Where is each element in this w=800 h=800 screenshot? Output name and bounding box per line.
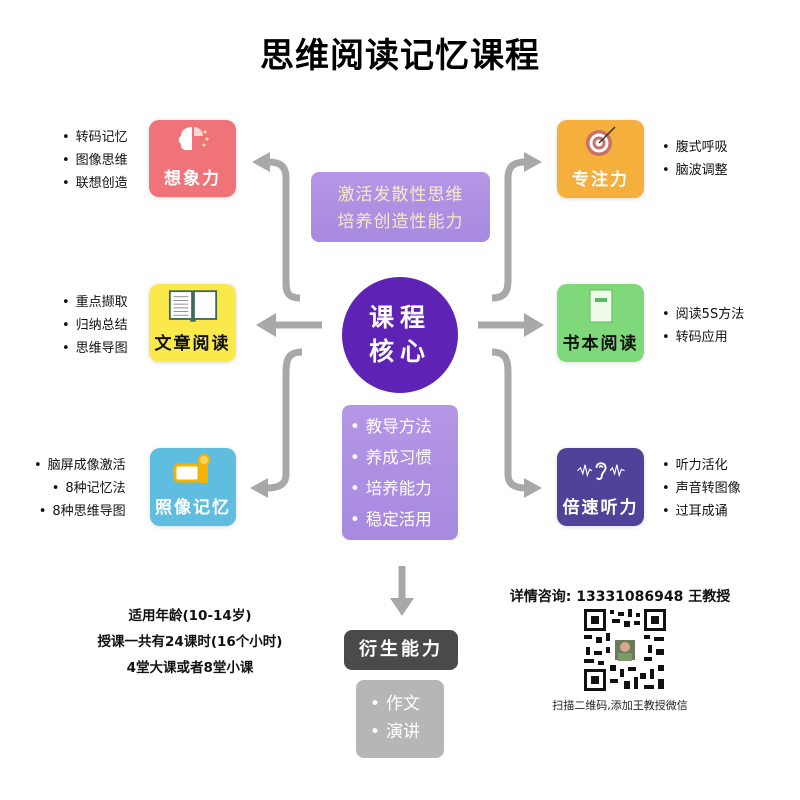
- book-icon: [576, 287, 626, 325]
- list-item: 转码记忆: [62, 126, 128, 149]
- list-item: 重点撷取: [62, 291, 128, 314]
- list-item: 脑波调整: [662, 159, 728, 182]
- list-item: •养成习惯: [350, 448, 432, 467]
- goal-box: 激活发散性思维 培养创造性能力: [311, 172, 490, 242]
- list-item: 联想创造: [62, 172, 128, 195]
- list-item: 归纳总结: [62, 314, 128, 337]
- list-item: 阅读5S方法: [662, 303, 745, 326]
- derived-ability-list: 作文 演讲: [356, 680, 444, 758]
- course-core: 课程 核心: [342, 277, 458, 393]
- photo-memory-label: 照像记忆: [155, 498, 231, 518]
- list-item: 声音转图像: [662, 477, 741, 500]
- imagination-card: 想象力: [149, 120, 236, 197]
- page-title: 思维阅读记忆课程: [260, 36, 540, 76]
- list-item: 图像思维: [62, 149, 128, 172]
- speed-listening-label: 倍速听力: [562, 498, 639, 518]
- book-reading-card: 书本阅读: [557, 284, 644, 362]
- imagination-bullets: 转码记忆 图像思维 联想创造: [62, 126, 128, 195]
- focus-label: 专注力: [572, 170, 629, 190]
- photo-memory-bullets: 脑屏成像激活 8种记忆法 8种思维导图: [34, 454, 126, 523]
- wechat-qr-code[interactable]: [582, 607, 668, 693]
- article-reading-card: 文章阅读: [149, 284, 236, 362]
- goal-line-1: 激活发散性思维: [337, 185, 464, 205]
- article-reading-label: 文章阅读: [154, 334, 231, 354]
- open-book-icon: [168, 287, 218, 325]
- focus-bullets: 腹式呼吸 脑波调整: [662, 136, 728, 182]
- total-hours: 授课一共有24课时(16个小时): [97, 634, 283, 650]
- core-line-2: 核心: [368, 337, 431, 366]
- list-item: 过耳成诵: [662, 500, 741, 523]
- list-item: 听力活化: [662, 454, 741, 477]
- list-item: 转码应用: [662, 326, 744, 349]
- qr-caption: 扫描二维码,添加王教授微信: [552, 699, 688, 712]
- class-format: 4堂大课或者8堂小课: [126, 660, 254, 676]
- list-item: 8种记忆法: [34, 477, 125, 500]
- ear-soundwave-icon: [576, 451, 626, 489]
- book-reading-bullets: 阅读5S方法 转码应用: [662, 303, 745, 349]
- list-item: 演讲: [370, 718, 444, 746]
- focus-card: 专注力: [557, 120, 644, 198]
- imagination-label: 想象力: [164, 169, 221, 189]
- camera-icon: [168, 451, 218, 489]
- core-line-1: 课程: [368, 303, 431, 332]
- list-item: 脑屏成像激活: [34, 454, 126, 477]
- goal-line-2: 培养创造性能力: [337, 212, 464, 232]
- list-item: 8种思维导图: [34, 500, 125, 523]
- list-item: •培养能力: [350, 479, 432, 498]
- method-box: •教导方法 •养成习惯 •培养能力 •稳定活用: [342, 405, 458, 540]
- list-item: 作文: [370, 690, 444, 718]
- derived-ability-title: 衍生能力: [344, 630, 458, 670]
- age-range: 适用年龄(10-14岁): [128, 608, 252, 624]
- brain-icon: [168, 122, 218, 160]
- target-icon: [576, 123, 626, 161]
- article-reading-bullets: 重点撷取 归纳总结 思维导图: [62, 291, 128, 360]
- contact-info: 详情咨询: 13331086948 王教授: [509, 589, 731, 605]
- list-item: •稳定活用: [350, 510, 432, 529]
- speed-listening-card: 倍速听力: [557, 448, 644, 526]
- course-info: 适用年龄(10-14岁) 授课一共有24课时(16个小时) 4堂大课或者8堂小课: [60, 603, 320, 681]
- photo-memory-card: 照像记忆: [150, 448, 236, 526]
- book-reading-label: 书本阅读: [562, 334, 639, 354]
- list-item: 腹式呼吸: [662, 136, 728, 159]
- list-item: •教导方法: [350, 417, 432, 436]
- list-item: 思维导图: [62, 337, 128, 360]
- speed-listening-bullets: 听力活化 声音转图像 过耳成诵: [662, 454, 741, 523]
